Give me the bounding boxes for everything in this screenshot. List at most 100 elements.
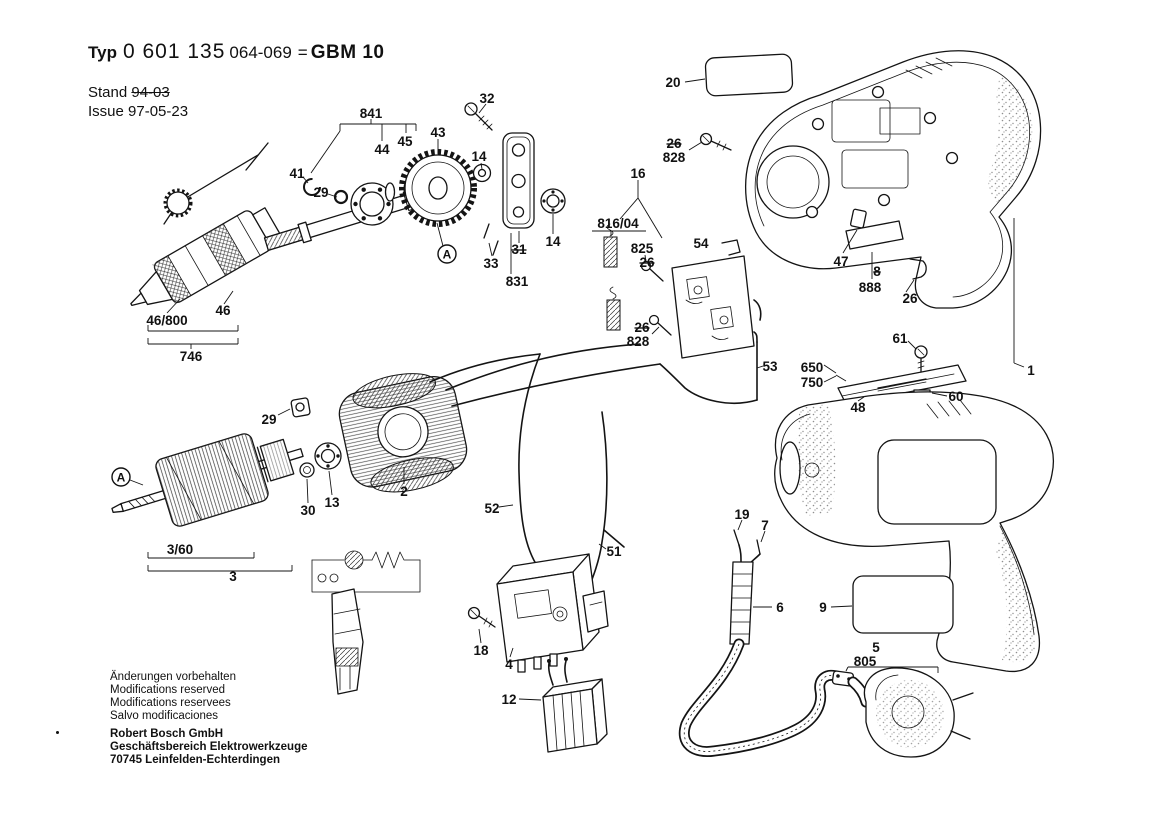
part-callout-2: 2 (400, 484, 408, 499)
part-callout-30: 30 (300, 503, 315, 518)
armature (111, 433, 304, 527)
plug-pin (950, 730, 971, 740)
part-callout-52: 52 (484, 501, 499, 516)
part-callout-816/04: 816/04 (597, 216, 639, 231)
part-callout-805: 805 (854, 654, 877, 669)
retaining-ring (333, 189, 349, 205)
terminal-19 (733, 529, 740, 546)
part-callout-51: 51 (606, 544, 622, 559)
callout-layer: 8413243444514412933318311446/80046746202… (111, 75, 1035, 707)
wire-52 (518, 353, 541, 565)
housing-left-half (774, 391, 1054, 673)
washer-44 (384, 182, 396, 202)
screw-18 (467, 606, 496, 628)
spindle-shaft (263, 187, 423, 251)
part-callout-33: 33 (483, 256, 499, 271)
issue-value: 97-05-23 (128, 103, 189, 120)
reference-mark-A: A (111, 467, 131, 487)
field-stator (338, 373, 468, 493)
terminal-7 (756, 539, 761, 555)
part-callout-9: 9 (819, 600, 827, 615)
model-name: GBM 10 (310, 42, 385, 63)
part-callout-46/800: 46/800 (146, 313, 187, 328)
ball-bearing-small (540, 188, 566, 214)
suppressor-circuit (311, 550, 421, 593)
footer-note-es: Salvo modificaciones (110, 710, 219, 722)
company-block: Robert Bosch GmbH Geschäftsbereich Elekt… (110, 728, 308, 767)
ring-30 (299, 462, 315, 478)
hook-26 (909, 258, 927, 280)
bearing-plate-831 (502, 132, 535, 229)
part-callout-18: 18 (473, 643, 489, 658)
part-callout-29: 29 (261, 412, 276, 427)
part-callout-14: 14 (471, 149, 487, 164)
part-callout-26: 26 (666, 136, 682, 151)
stand-value: 94-03 (131, 84, 170, 101)
footer-note-de: Änderungen vorbehalten (110, 671, 236, 683)
nameplate-20 (704, 53, 794, 97)
equals-sign: = (297, 43, 308, 62)
type-number-suffix: 064-069 (229, 43, 292, 62)
part-callout-53: 53 (762, 359, 778, 374)
label-recess-9 (852, 575, 954, 634)
svg-text:A: A (117, 471, 126, 485)
part-callout-26: 26 (639, 255, 655, 270)
part-callout-20: 20 (665, 75, 680, 90)
part-callout-4: 4 (505, 657, 513, 672)
svg-text:A: A (443, 248, 452, 262)
part-callout-825: 825 (631, 241, 654, 256)
switch-assembly (496, 553, 609, 673)
leader-lines (129, 78, 1025, 701)
part-callout-831: 831 (506, 274, 529, 289)
footer-note-en: Modifications reserved (110, 684, 226, 696)
part-callout-750: 750 (801, 375, 824, 390)
part-callout-47: 47 (833, 254, 848, 269)
washer-14 (472, 163, 492, 183)
part-callout-5: 5 (872, 640, 880, 655)
part-callout-14: 14 (545, 234, 561, 249)
type-label: Typ (88, 43, 117, 62)
switch-trigger (582, 590, 609, 633)
part-callout-26: 26 (634, 320, 650, 335)
screw-828-top (699, 132, 732, 151)
part-callout-26: 26 (902, 291, 918, 306)
part-callout-13: 13 (324, 495, 340, 510)
power-cord (678, 529, 845, 758)
drill-chuck (130, 207, 282, 307)
type-number: 0 601 135 (122, 40, 226, 63)
reference-mark-A: A (437, 244, 457, 264)
issue-label: Issue (88, 103, 124, 120)
part-callout-7: 7 (761, 518, 769, 533)
strain-relief-boot (729, 561, 754, 645)
part-callout-841: 841 (360, 106, 383, 121)
electronic-module (542, 657, 608, 753)
footer-block: Änderungen vorbehalten Modifications res… (110, 671, 308, 767)
print-mark (56, 731, 59, 734)
part-callout-8: 8 (873, 264, 881, 279)
part-callout-12: 12 (501, 692, 516, 707)
part-callout-41: 41 (289, 166, 305, 181)
part-callout-44: 44 (374, 142, 390, 157)
screw-32 (464, 102, 493, 131)
screw-828-mid (648, 314, 660, 326)
part-callout-3/60: 3/60 (167, 542, 193, 557)
stand-line: Stand 94-03 (88, 84, 170, 101)
part-callout-54: 54 (693, 236, 709, 251)
part-callout-60: 60 (948, 389, 963, 404)
part-callout-31: 31 (511, 242, 527, 257)
switch-lever (331, 588, 364, 695)
part-callout-16: 16 (630, 166, 646, 181)
part-callout-48: 48 (850, 400, 866, 415)
stand-label: Stand (88, 84, 128, 101)
clip-47 (849, 208, 867, 229)
clip-54 (721, 239, 741, 256)
plug-pin (952, 692, 974, 701)
part-callout-828: 828 (627, 334, 650, 349)
part-callout-45: 45 (397, 134, 413, 149)
part-callout-746: 746 (180, 349, 203, 364)
part-callout-3: 3 (229, 569, 237, 584)
part-callout-828: 828 (663, 150, 686, 165)
ball-bearing-13 (314, 442, 342, 470)
